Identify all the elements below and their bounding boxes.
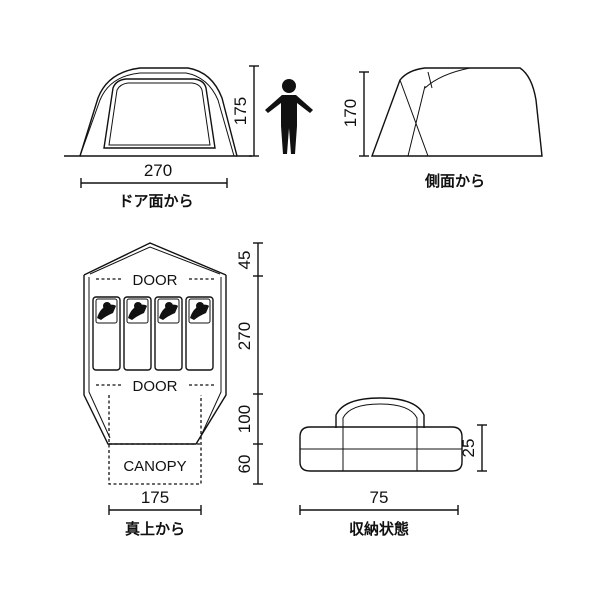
person-scale-icon: [265, 79, 313, 154]
front-tent-fly-inner: [79, 72, 235, 157]
side-view: 170 側面から: [341, 67, 543, 190]
stored-bag-body: [299, 426, 463, 472]
front-door-panel: [103, 78, 216, 149]
top-body-inner-left: [88, 277, 111, 439]
top-main-body: [83, 275, 227, 445]
stored-view: 25 75 収納状態: [299, 397, 487, 538]
front-width-label: 270: [144, 161, 172, 180]
top-view: DOOR: [83, 242, 263, 538]
top-body-inner-right: [199, 277, 222, 439]
top-dim-60: 60: [235, 455, 254, 474]
front-view: 175 270 ドア面から: [64, 65, 259, 210]
front-tent-outline: [64, 67, 252, 157]
top-dim-100: 100: [235, 405, 254, 433]
top-dim-45: 45: [235, 251, 254, 270]
top-front-vestibule: [83, 242, 227, 276]
stored-width-label: 75: [370, 488, 389, 507]
stored-bag-handle-inner: [342, 403, 418, 428]
stored-bag-handle: [335, 397, 425, 428]
sleeping-bag-2: [123, 296, 152, 371]
stored-caption: 収納状態: [349, 520, 409, 538]
top-front-vestibule-inner: [89, 246, 221, 275]
side-tent-back-curve: [424, 67, 471, 89]
front-door-inner: [108, 82, 211, 146]
top-canopy-label: CANOPY: [123, 458, 186, 475]
stored-height-label: 25: [459, 439, 478, 458]
sleeping-bag-1: [92, 296, 121, 371]
top-caption: 真上から: [125, 520, 185, 538]
top-canopy-outline: [108, 395, 202, 485]
front-caption: ドア面から: [118, 193, 193, 210]
sleeping-bag-3: [154, 296, 183, 371]
sleeping-bags: [92, 296, 214, 371]
top-door-bottom-label: DOOR: [133, 378, 178, 395]
top-door-top-label: DOOR: [133, 272, 178, 289]
sleeping-bag-4: [185, 296, 214, 371]
side-caption: 側面から: [424, 172, 485, 190]
top-width-label: 175: [141, 488, 169, 507]
top-dim-270: 270: [235, 322, 254, 350]
side-tent-outline: [370, 67, 543, 157]
side-height-label: 170: [341, 99, 360, 127]
front-height-label: 175: [231, 97, 250, 125]
side-frame-cross: [399, 71, 433, 157]
